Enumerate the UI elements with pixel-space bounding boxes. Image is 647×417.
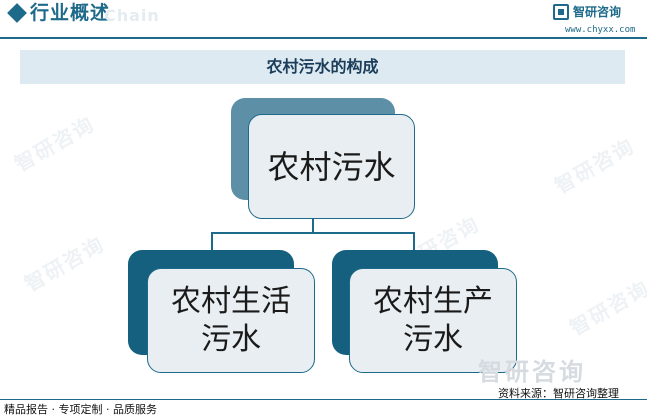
connector-left-drop [211,232,213,250]
logo-mark-icon [553,4,569,20]
watermark-text: 智研咨询 [550,133,639,199]
child-node-domestic: 农村生活污水 [147,268,315,373]
child-node-production: 农村生产污水 [349,268,517,373]
watermark-text: 智研咨询 [565,275,647,341]
watermark-logo-text: 智研咨询 [478,358,586,386]
header-divider [0,37,647,39]
connector-horizontal [211,232,414,234]
watermark-text: 智研咨询 [10,111,99,177]
watermark-text: 智研咨询 [20,231,109,297]
page-title: 行业概述 [30,2,111,24]
header-diamond-icon [7,3,27,23]
connector-root-stem [312,218,314,233]
brand-logo: 智研咨询 www.chyxx.com [553,3,639,37]
footer-divider [0,399,647,400]
diagram-title: 农村污水的构成 [20,50,625,84]
footer-slogan: 精品报告 · 专项定制 · 品质服务 [4,403,157,416]
connector-right-drop [413,232,415,250]
logo-name: 智研咨询 [573,5,622,19]
source-note: 资料来源：智研咨询整理 [498,387,619,400]
page-subtitle-en: Chain [104,6,160,25]
logo-url: www.chyxx.com [565,25,636,35]
root-node: 农村污水 [248,114,415,219]
